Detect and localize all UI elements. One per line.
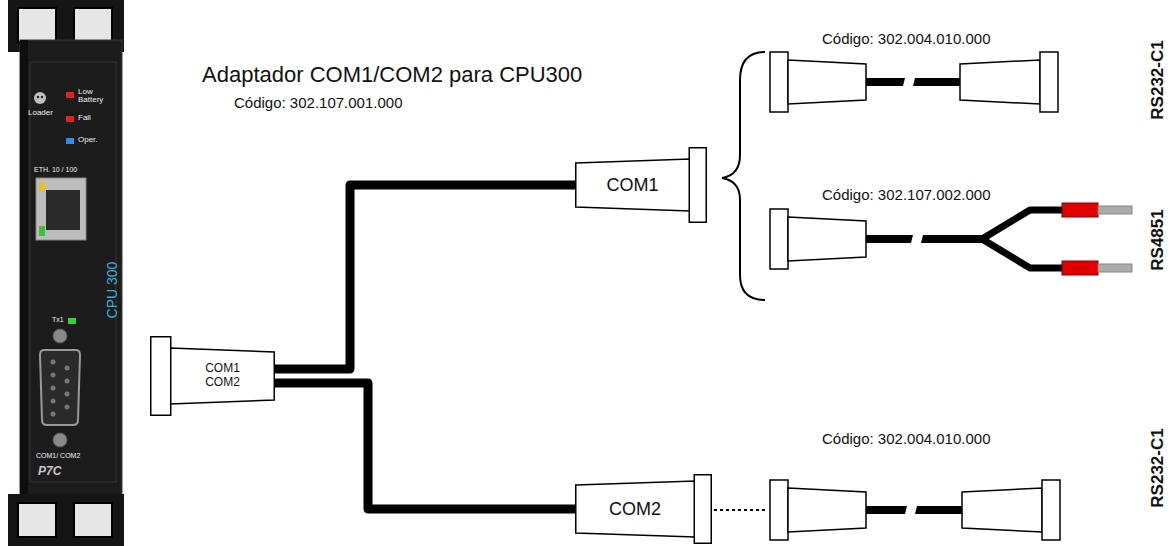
screw: [53, 433, 67, 447]
ferrule: [1062, 203, 1098, 217]
db9-connector: COM2: [575, 474, 712, 544]
connector-shell: [170, 348, 274, 404]
port-label: COM2: [609, 499, 661, 520]
clip-window: [74, 8, 112, 42]
loader-icon: [34, 92, 46, 104]
interface-label: RS232-C1: [1148, 428, 1168, 507]
db9-connector: COM1: [575, 147, 707, 223]
connector-shell: [576, 481, 695, 537]
interface-label: RS4851: [1148, 209, 1168, 270]
ferrule-tip: [1098, 206, 1132, 214]
model-label: CPU 300: [104, 262, 120, 319]
connector-flange: [694, 475, 711, 544]
led-green: [68, 318, 76, 324]
port-label: COM1/ COM2: [36, 452, 80, 460]
led-red: [66, 116, 74, 122]
led-label: Oper.: [78, 135, 98, 144]
loader-icon: [37, 96, 39, 98]
cpu-module: [8, 0, 124, 546]
port-label: COM1 COM2: [205, 362, 240, 390]
led-green: [39, 226, 45, 236]
front-panel: [30, 62, 116, 482]
led-label: Tx1: [52, 316, 64, 324]
port-label: COM1: [606, 175, 658, 196]
adapter-cable: [275, 185, 575, 369]
din-clip: [8, 494, 124, 546]
db9-female: [40, 350, 80, 425]
rs232-cable: [770, 52, 1058, 112]
connector-flange: [151, 337, 171, 416]
part-code: Código: 302.107.002.000: [822, 186, 990, 203]
clip-window: [74, 503, 112, 537]
port-label: ETH. 10 / 100: [34, 166, 77, 174]
ferrule-tip: [1098, 264, 1132, 272]
connector-flange: [689, 148, 706, 223]
clip-window: [18, 503, 56, 537]
ferrule: [1062, 261, 1098, 275]
clip-window: [18, 8, 56, 42]
led-blue: [66, 138, 74, 144]
part-code: Código: 302.004.010.000: [822, 30, 990, 47]
brand-logo: P7C: [38, 465, 61, 479]
adapter-cable: [275, 383, 575, 509]
rs232-cable: [714, 480, 1060, 540]
connector-shell: [576, 159, 690, 211]
bracket: [722, 52, 765, 300]
ethernet-opening: [46, 190, 80, 230]
part-code: Código: 302.004.010.000: [822, 430, 990, 447]
loader-icon: [41, 96, 43, 98]
led-yellow: [39, 182, 45, 192]
module-side: [20, 40, 28, 505]
rs485-cable: [770, 203, 1132, 275]
ethernet-port: [36, 178, 86, 240]
led-label: Low Battery: [78, 88, 110, 105]
screw: [53, 329, 67, 343]
adapter-title: Adaptador COM1/COM2 para CPU300: [202, 62, 582, 87]
led-red: [66, 92, 74, 98]
led-label: Fail: [78, 113, 91, 122]
part-code: Código: 302.107.001.000: [234, 94, 402, 111]
db9-connector: COM1 COM2: [150, 336, 275, 416]
module-body: [20, 40, 122, 505]
interface-label: RS232-C1: [1148, 40, 1168, 119]
led-label: Loader: [28, 108, 53, 117]
db9-pins: [51, 360, 70, 417]
